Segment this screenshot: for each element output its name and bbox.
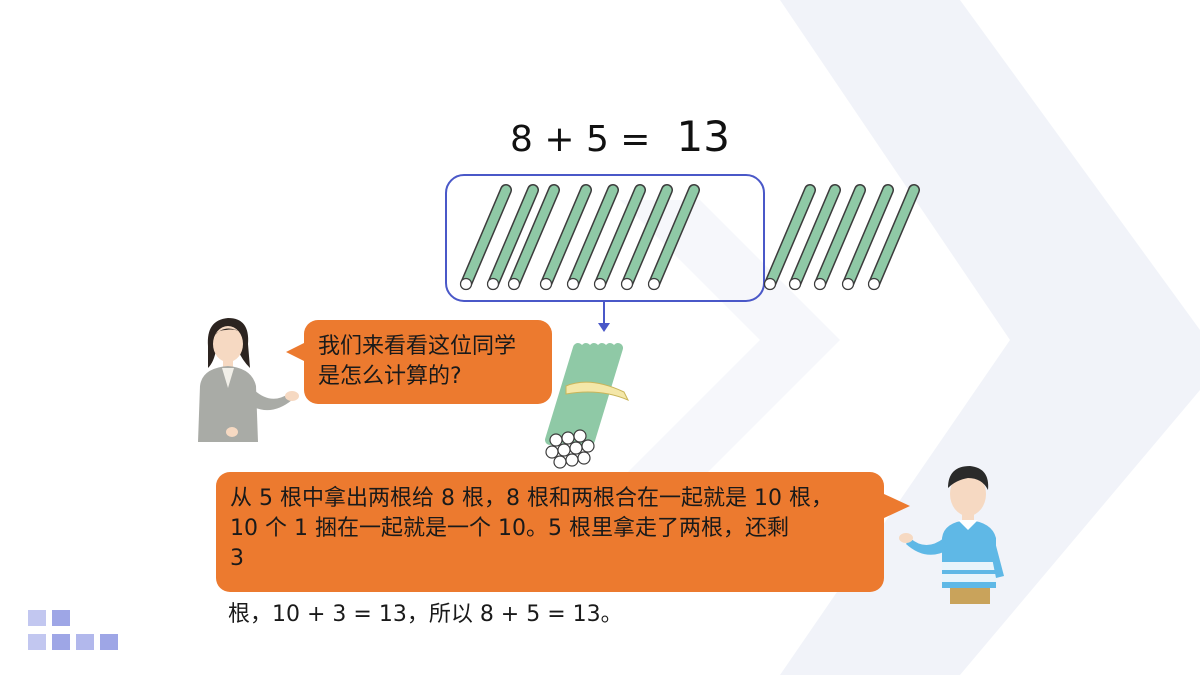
- down-arrow: [598, 301, 610, 332]
- bundle-end-9: [565, 453, 579, 467]
- student-bubble-line-1: 从 5 根中拿出两根给 8 根，8 根和两根合在一起就是 10 根，: [230, 486, 833, 511]
- bundle-stick-5: [577, 343, 615, 445]
- bundle-stick-6: [585, 343, 623, 445]
- bundle-stick-1: [545, 343, 583, 445]
- bundle-stick-2: [553, 343, 591, 445]
- bundle-end-5: [557, 443, 571, 457]
- bundle-end-2: [561, 431, 575, 445]
- stick-outside-3: [813, 184, 866, 291]
- stick-boxed-3: [507, 184, 560, 291]
- teacher-speech-bubble: 我们来看看这位同学 是怎么计算的?: [286, 320, 552, 404]
- stick-boxed-7: [620, 184, 673, 291]
- stick-outside-2: [788, 184, 841, 291]
- student-bubble-line-2: 10 个 1 捆在一起就是一个 10。5 根里拿走了两根，还剩: [230, 516, 789, 541]
- stick-outside-4: [841, 184, 894, 291]
- teacher-bubble-line-1: 我们来看看这位同学: [318, 334, 517, 359]
- bundle-stick-4: [569, 343, 607, 445]
- stick-boxed-5: [566, 184, 619, 291]
- stick-boxed-6: [593, 184, 646, 291]
- bundle-end-8: [553, 455, 567, 469]
- stick-outside-1: [763, 184, 816, 291]
- equation-expression: 8 + 5 =: [510, 119, 651, 160]
- student-figure: [899, 466, 1004, 604]
- student-speech-bubble: 从 5 根中拿出两根给 8 根，8 根和两根合在一起就是 10 根， 10 个 …: [216, 472, 910, 592]
- student-bubble-tail-text: 根，10 + 3 = 13，所以 8 + 5 = 13。: [228, 602, 623, 627]
- equation: 8 + 5 = 13: [510, 112, 730, 162]
- bundle-end-1: [549, 433, 563, 447]
- stick-bundle: [545, 343, 630, 469]
- stick-boxed-4: [539, 184, 592, 291]
- decorative-squares: [28, 610, 122, 654]
- bundle-stick-3: [561, 343, 599, 445]
- teacher-figure: [198, 318, 299, 442]
- student-bubble-line-3: 3: [230, 546, 244, 571]
- bundle-end-7: [581, 439, 595, 453]
- bundle-tie: [565, 381, 630, 401]
- equation-answer: 13: [676, 112, 730, 161]
- bundle-end-6: [569, 441, 583, 455]
- teacher-bubble-line-2: 是怎么计算的?: [318, 364, 462, 389]
- bundle-end-3: [573, 429, 587, 443]
- stick-boxed-8: [647, 184, 700, 291]
- stick-boxed-1: [459, 184, 512, 291]
- stick-outside-5: [867, 184, 920, 291]
- bundle-end-4: [545, 445, 559, 459]
- stick-boxed-2: [486, 184, 539, 291]
- bundle-end-10: [577, 451, 591, 465]
